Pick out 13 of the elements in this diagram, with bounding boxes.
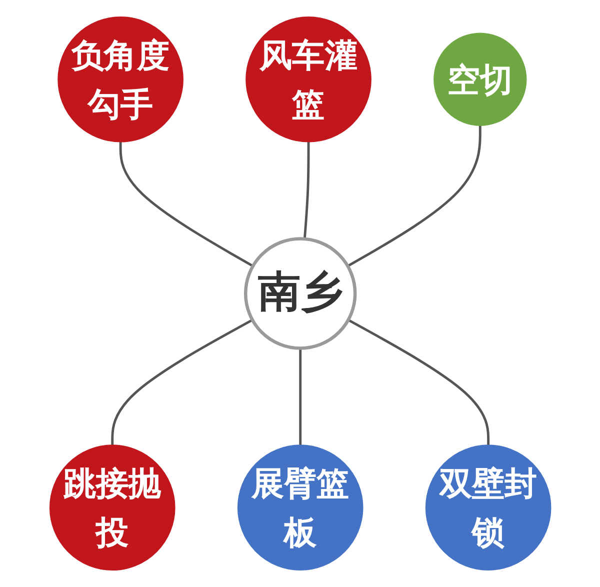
- node-circle: 空切: [433, 32, 526, 126]
- node-circle: 双壁封锁: [425, 444, 551, 571]
- node-circle: 南乡: [244, 237, 356, 350]
- node-circle: 负角度勾手: [57, 16, 184, 142]
- node-circle: 风车灌篮: [245, 16, 372, 142]
- connector: [118, 140, 254, 268]
- connector: [346, 124, 482, 268]
- connector: [347, 318, 490, 446]
- connector: [110, 318, 253, 446]
- connector: [298, 348, 302, 446]
- node-circle: 跳接抛投: [49, 444, 175, 571]
- connector: [303, 140, 310, 239]
- node-circle: 展臂篮板: [237, 444, 363, 571]
